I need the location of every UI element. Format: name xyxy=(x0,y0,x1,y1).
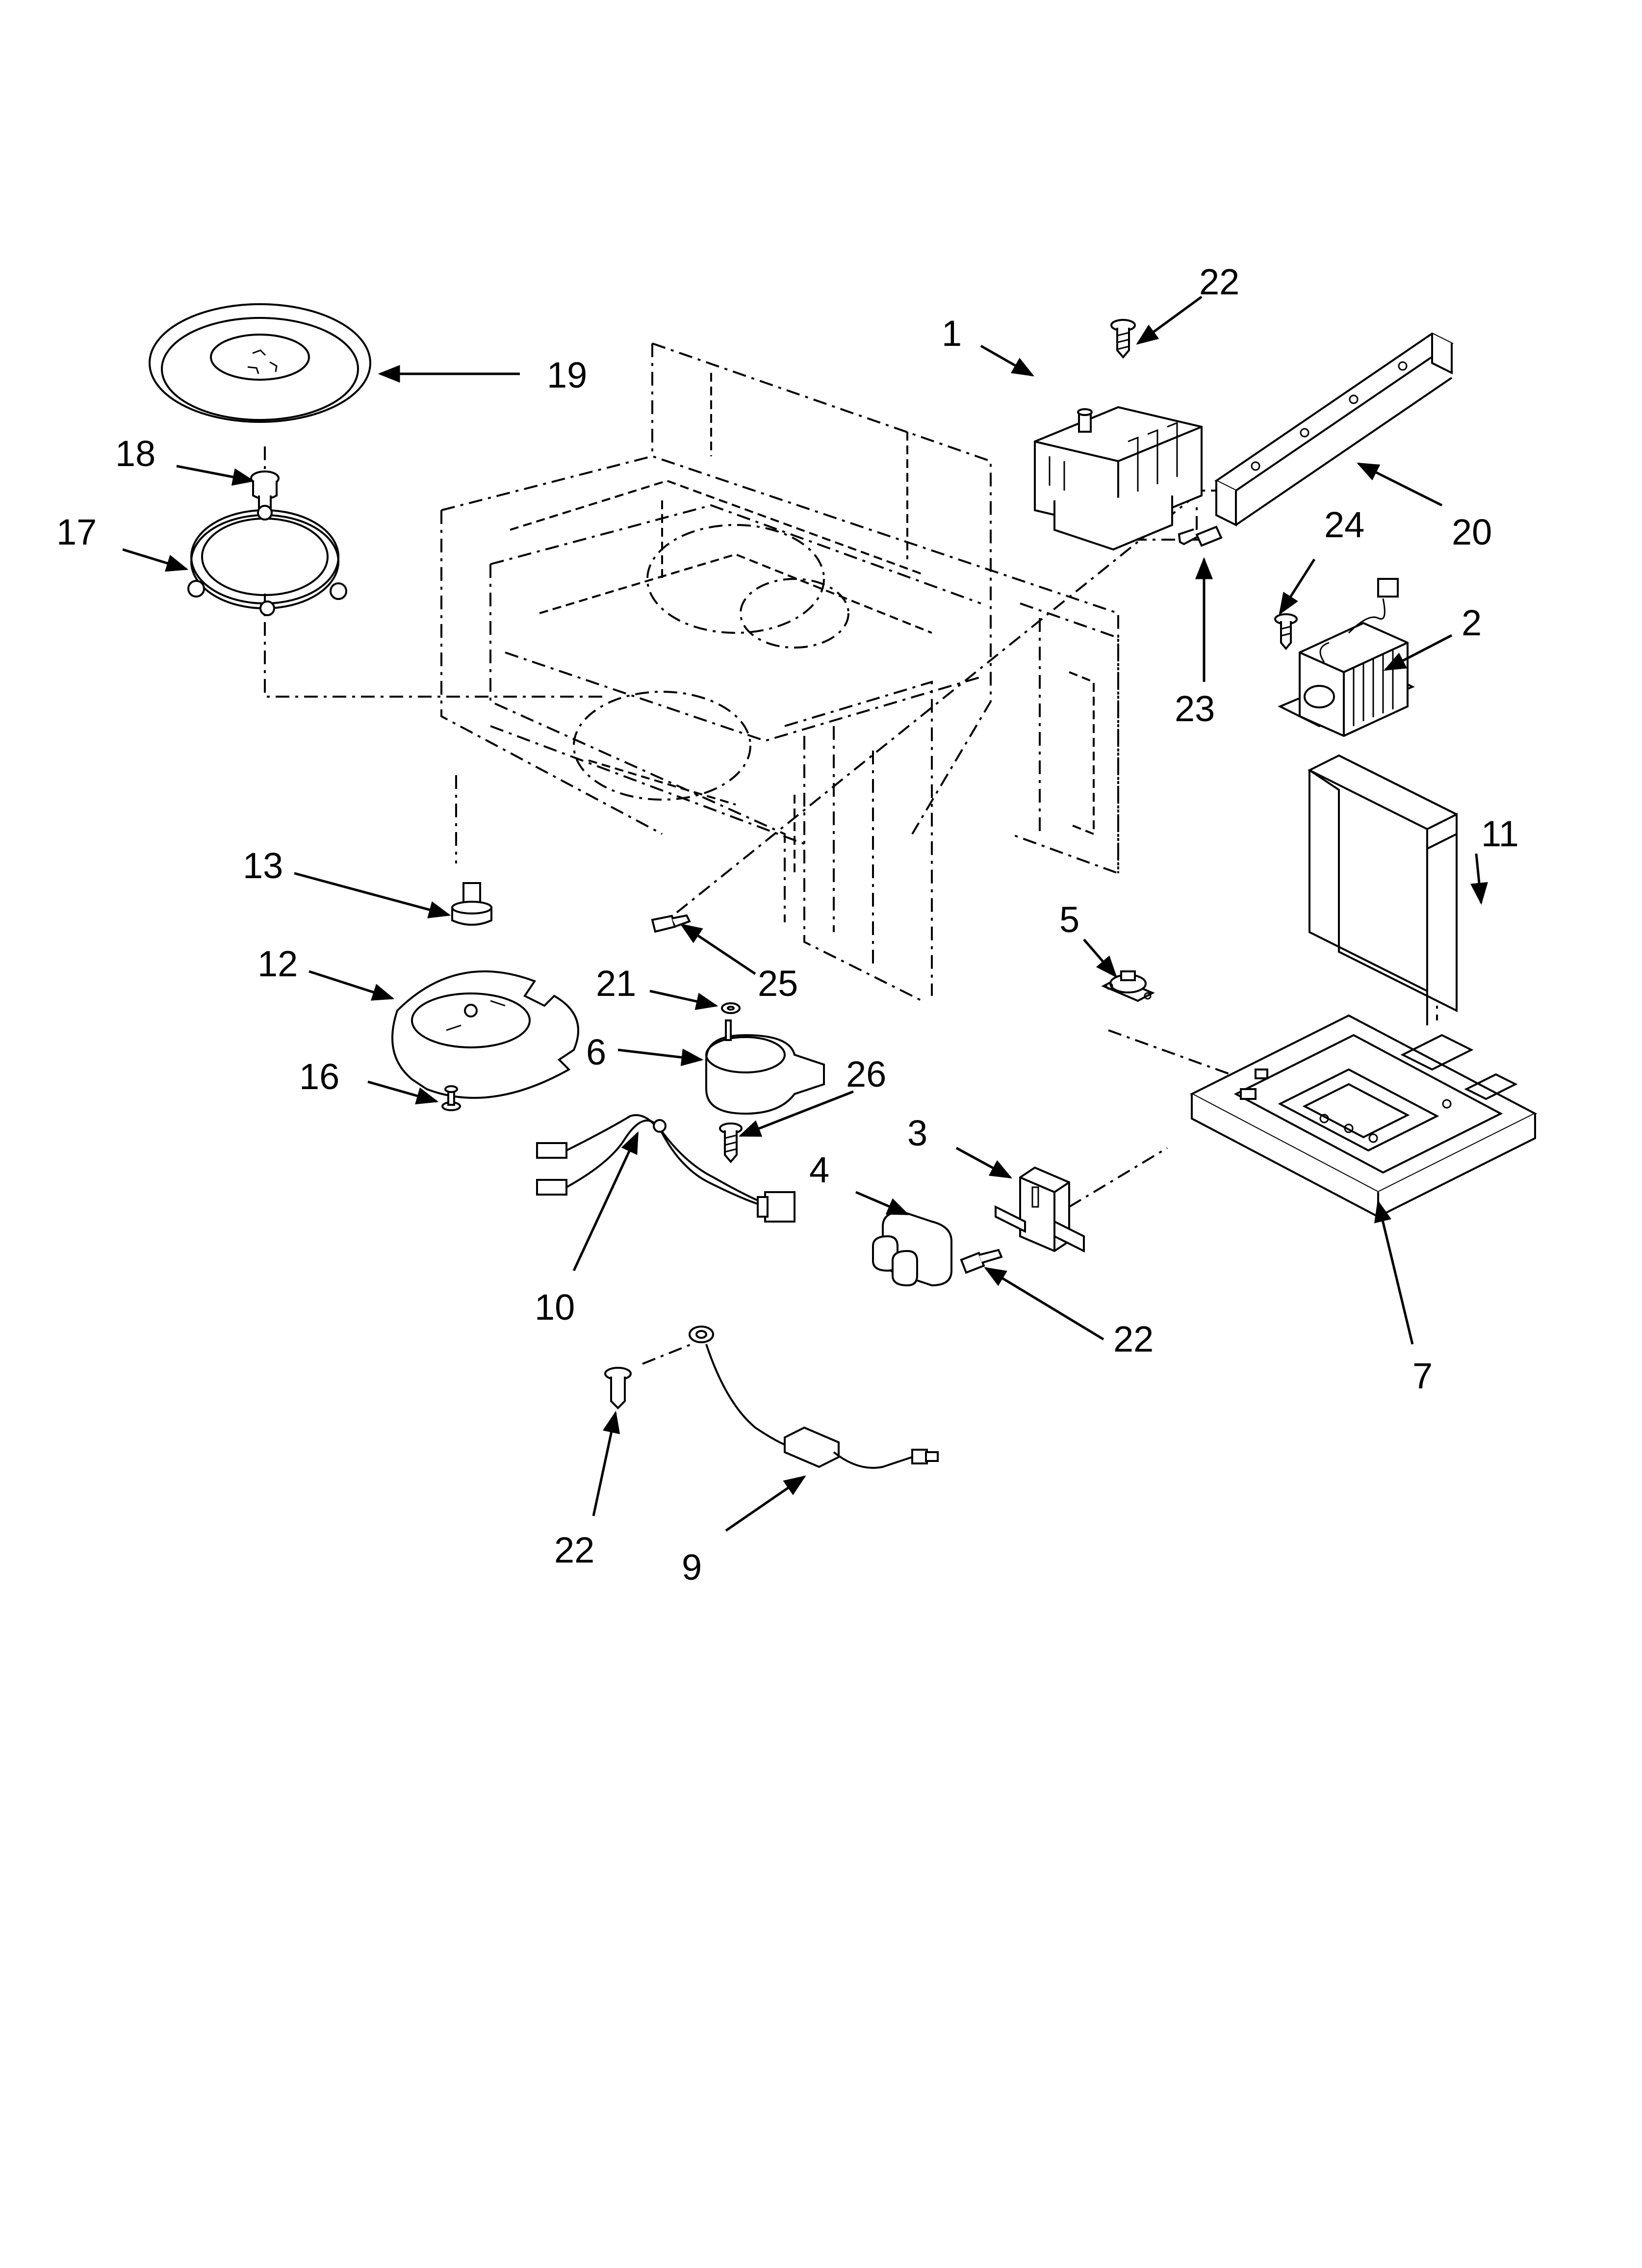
screw-23 xyxy=(1178,525,1223,547)
support-rail xyxy=(1214,332,1454,527)
turntable-tray xyxy=(149,303,371,423)
part-label-24: 24 xyxy=(1324,504,1364,545)
thermal-switch xyxy=(1101,970,1155,1002)
part-label-22-bottom: 22 xyxy=(554,1530,594,1570)
part-label-20: 20 xyxy=(1452,512,1492,552)
shield-plate xyxy=(1308,754,1458,1025)
screw-24 xyxy=(1274,613,1298,651)
part-label-23: 23 xyxy=(1175,688,1215,729)
transformer xyxy=(1278,578,1415,737)
washer xyxy=(721,1002,741,1014)
magnetron xyxy=(1034,406,1203,551)
part-label-10: 10 xyxy=(535,1287,575,1328)
turntable-motor xyxy=(705,1019,825,1115)
screw-middle xyxy=(960,1249,1003,1274)
part-label-22-top: 22 xyxy=(1199,261,1239,302)
part-label-9: 9 xyxy=(682,1547,702,1588)
alignment-lines xyxy=(264,446,1438,1365)
motor-bracket xyxy=(391,970,579,1099)
part-label-2: 2 xyxy=(1462,602,1482,643)
part-label-6: 6 xyxy=(586,1032,606,1072)
wire-harness xyxy=(536,1114,795,1223)
screw-top xyxy=(1110,319,1136,359)
part-label-21: 21 xyxy=(596,963,636,1004)
screw-25 xyxy=(651,914,691,933)
leader-lines xyxy=(122,295,1488,1532)
noise-filter xyxy=(995,1166,1085,1253)
part-label-16: 16 xyxy=(299,1056,339,1097)
part-label-13: 13 xyxy=(243,845,283,886)
oven-cavity-outline xyxy=(440,342,1119,1002)
part-label-18: 18 xyxy=(115,433,155,474)
part-label-11: 11 xyxy=(1481,813,1519,854)
drive-shaft xyxy=(451,882,492,926)
part-label-17: 17 xyxy=(56,512,97,552)
part-label-12: 12 xyxy=(257,943,298,984)
small-screw xyxy=(441,1085,461,1111)
part-labels: 19 18 17 22 1 20 24 2 23 11 13 12 16 5 2… xyxy=(56,261,1519,1588)
capacitor xyxy=(872,1210,952,1287)
screw-bottom xyxy=(604,1367,632,1409)
part-label-26: 26 xyxy=(846,1054,886,1095)
part-label-19: 19 xyxy=(547,355,587,395)
part-label-1: 1 xyxy=(942,313,962,354)
roller-ring xyxy=(187,505,347,616)
part-label-4: 4 xyxy=(809,1149,829,1190)
ground-wire xyxy=(689,1326,939,1469)
part-label-5: 5 xyxy=(1059,899,1079,940)
part-label-25: 25 xyxy=(758,963,798,1004)
part-label-3: 3 xyxy=(907,1113,927,1153)
screw-26 xyxy=(719,1122,743,1164)
part-label-22-middle: 22 xyxy=(1113,1319,1154,1359)
part-label-7: 7 xyxy=(1412,1356,1433,1396)
base-plate xyxy=(1189,1014,1538,1219)
